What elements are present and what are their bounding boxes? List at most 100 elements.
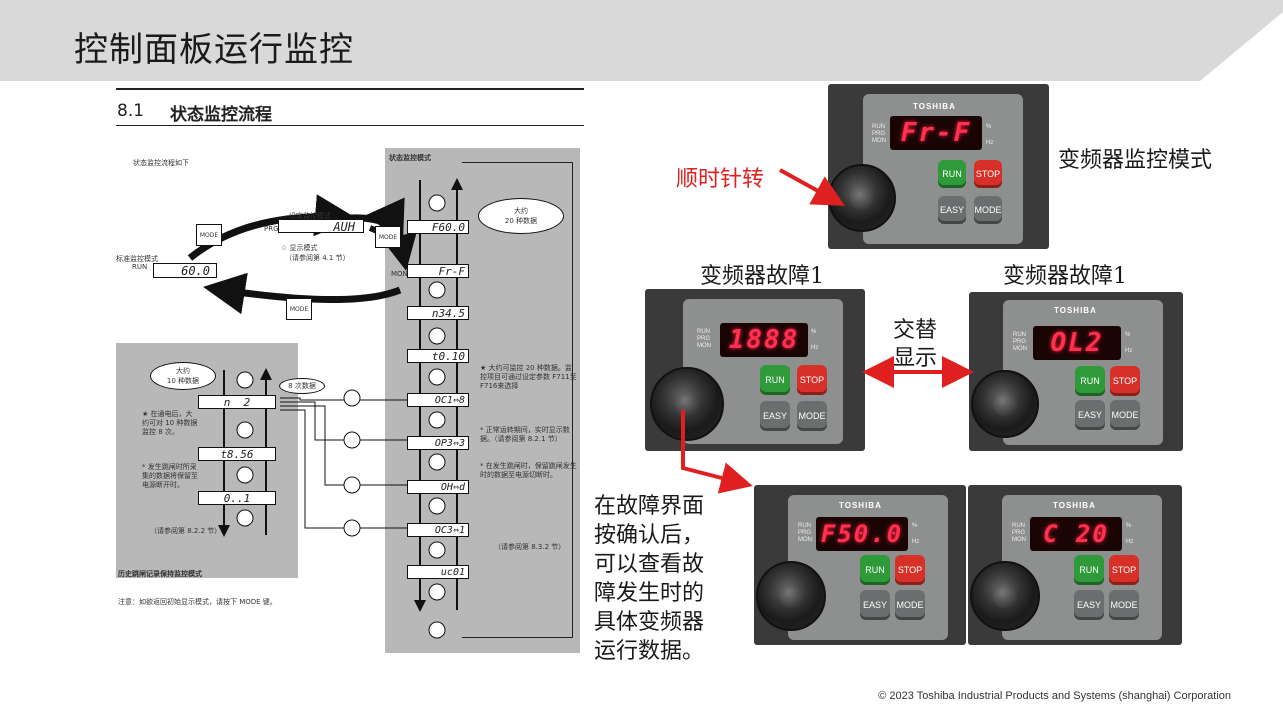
lcd-unit-pct: %: [1126, 523, 1132, 529]
flow-intro: 状态监控流程如下: [133, 159, 189, 167]
easy-button: EASY: [1075, 400, 1105, 430]
confirm-text: 在故障界面 按确认后， 可以查看故 障发生时的 具体变频器 运行数据。: [594, 492, 704, 666]
monitor-column-title: 状态监控模式: [389, 154, 431, 162]
setting-dial-icon: [970, 561, 1040, 631]
history-display: 0..1: [198, 491, 276, 505]
lcd-unit-pct: %: [1125, 332, 1131, 338]
monitor-display: F60.0: [407, 220, 469, 234]
monitor-column-frame: [462, 162, 573, 638]
lcd-unit-pct: %: [986, 124, 992, 130]
lcd-display: 1888: [720, 323, 808, 357]
confirm-line: 障发生时的: [594, 581, 705, 606]
bubble-20-data: 大约 20 种数据: [478, 198, 564, 234]
standard-mode-label: 标准监控模式: [116, 255, 158, 263]
monitor-display: OC3⇔1: [407, 523, 469, 537]
lcd-display: Fr-F: [890, 116, 982, 150]
prg-indicator: PRG: [264, 225, 279, 233]
monitor-display: uc01: [407, 565, 469, 579]
setting-dial-icon: [828, 164, 896, 232]
fault-label-left: 变频器故障1: [700, 264, 824, 289]
lcd-display: C 20: [1030, 517, 1122, 551]
confirm-line: 可以查看故: [594, 552, 705, 577]
bubble-8-data: 8 次数据: [279, 378, 325, 394]
mode-key-right: MODE: [375, 226, 401, 248]
brand-logo: TOSHIBA: [913, 102, 956, 111]
header-band: [0, 0, 1283, 81]
stop-button: STOP: [895, 555, 925, 585]
history-title: 历史跳闸记录保持监控模式: [118, 570, 202, 578]
note-trip: * 在发生跳闸时，保留跳闸发生时的数据至电源切断时。: [480, 462, 577, 479]
standard-display: 60.0: [153, 263, 217, 278]
run-button: RUN: [760, 365, 790, 395]
ref-822: （请参阅第 8.2.2 节）: [150, 527, 222, 535]
brand-logo: TOSHIBA: [1054, 306, 1097, 315]
history-display: n 2: [198, 395, 276, 409]
slide-title: 控制面板运行监控: [74, 30, 354, 70]
display-mode-note: ☆ 显示模式: [281, 244, 318, 252]
brand-logo: TOSHIBA: [839, 501, 882, 510]
monitor-display: Fr-F: [407, 264, 469, 278]
run-button: RUN: [938, 160, 966, 188]
easy-button: EASY: [938, 196, 966, 224]
history-note-2: * 发生跳闸时所采集的数据将保留至电源断开时。: [142, 463, 198, 489]
easy-button: EASY: [760, 401, 790, 431]
mon-indicator: MON: [391, 270, 408, 278]
easy-button: EASY: [860, 590, 890, 620]
setting-display: AUH: [278, 219, 364, 234]
lcd-unit-hz: Hz: [811, 345, 819, 351]
monitor-display: OP3⇔3: [407, 436, 469, 450]
monitor-display: t0.10: [407, 349, 469, 363]
stop-button: STOP: [1110, 366, 1140, 396]
ref-832: （请参阅第 8.3.2 节）: [494, 543, 566, 551]
confirm-line: 在故障界面: [594, 494, 705, 519]
stop-button: STOP: [797, 365, 827, 395]
run-indicator: RUN: [132, 263, 148, 271]
clockwise-arrow: [779, 168, 846, 206]
confirm-line: 运行数据。: [594, 639, 705, 664]
lcd-display: OL2: [1033, 326, 1121, 360]
section-number: 8.1: [117, 101, 145, 121]
clockwise-label: 顺时针转: [676, 167, 765, 192]
run-button: RUN: [1074, 555, 1104, 585]
stop-button: STOP: [974, 160, 1002, 188]
run-button: RUN: [1075, 366, 1105, 396]
setting-dial-icon: [756, 561, 826, 631]
lcd-unit-hz: Hz: [1125, 348, 1133, 354]
copyright-footer: © 2023 Toshiba Industrial Products and S…: [878, 690, 1231, 702]
manual-rule-top: [116, 88, 584, 90]
mode-key-left: MODE: [196, 224, 222, 246]
bubble-10-data: 大约 10 种数据: [150, 362, 216, 390]
run-button: RUN: [860, 555, 890, 585]
brand-logo: TOSHIBA: [1053, 501, 1096, 510]
monitor-display: OC1⇔8: [407, 393, 469, 407]
note-20-data: ★ 大约可监控 20 种数据。监控项目可通过设定参数 F711至F716来选择: [480, 364, 577, 390]
lcd-unit-hz: Hz: [1126, 539, 1134, 545]
lcd-unit-pct: %: [912, 523, 918, 529]
manual-footnote: 注意：如欲返回初始显示模式，请按下 MODE 键。: [118, 598, 277, 606]
monitor-display: OH⇔d: [407, 480, 469, 494]
mode-button: MODE: [1110, 400, 1140, 430]
note-normal-run: * 正常运转期间，实时显示数据。（请参阅第 8.2.1 节）: [480, 426, 570, 443]
setting-mode-label: 设定监控模式: [289, 212, 331, 220]
mode-button: MODE: [974, 196, 1002, 224]
lcd-unit-hz: Hz: [912, 539, 920, 545]
setting-dial-icon: [650, 367, 724, 441]
lcd-unit-hz: Hz: [986, 140, 994, 146]
mode-button: MODE: [797, 401, 827, 431]
display-mode-ref: （请参阅第 4.1 节）: [285, 254, 350, 262]
stop-button: STOP: [1109, 555, 1139, 585]
alternate-label-1: 交替: [893, 318, 938, 343]
mode-button: MODE: [1109, 590, 1139, 620]
confirm-line: 按确认后，: [594, 523, 705, 548]
monitor-mode-label: 变频器监控模式: [1058, 148, 1213, 173]
monitor-display: n34.5: [407, 306, 469, 320]
